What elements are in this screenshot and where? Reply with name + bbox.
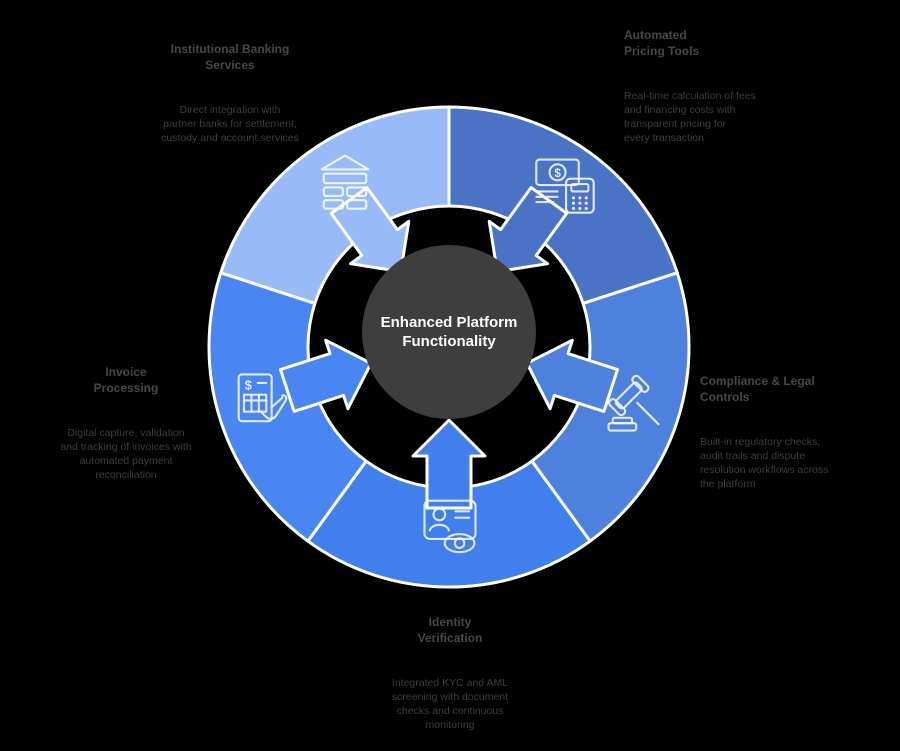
label-compliance-title: Compliance & Legal Controls [700, 374, 815, 404]
label-pricing: Automated Pricing Tools Real-time calcul… [624, 10, 792, 164]
segment-identity-wedge [306, 459, 592, 589]
center-circle: Enhanced Platform Functionality [362, 245, 536, 419]
ring-diagram [207, 105, 691, 589]
label-pricing-title: Automated Pricing Tools [624, 28, 700, 58]
segment-invoicing-arrow [279, 338, 373, 413]
segment-pricing-wedge [447, 105, 679, 305]
label-identity-desc: Integrated KYC and AML screening with do… [391, 677, 509, 731]
label-invoicing-title: Invoice Processing [93, 365, 159, 395]
invoice-hand-icon: $ [227, 367, 295, 435]
svg-text:$: $ [245, 377, 252, 392]
label-pricing-desc: Real-time calculation of fees and financ… [624, 90, 756, 144]
segment-compliance-arrow [525, 338, 619, 413]
label-identity-title: Identity Verification [417, 615, 483, 645]
label-banking-desc: Direct integration with partner banks fo… [161, 104, 299, 144]
label-invoicing-desc: Digital capture, validation and tracking… [60, 427, 192, 481]
infographic-canvas: Enhanced Platform Functionality $ [50, 10, 860, 731]
segment-identity-arrow [411, 418, 487, 510]
label-invoicing: Invoice Processing Digital capture, vali… [50, 347, 202, 501]
label-compliance-desc: Built-in regulatory checks, audit trails… [700, 436, 829, 490]
segment-pricing-arrow [487, 186, 569, 274]
id-verification-icon [416, 490, 484, 558]
center-title-line2: Functionality [402, 333, 496, 350]
svg-text:$: $ [554, 167, 561, 180]
cash-calculator-icon: $ [531, 150, 599, 218]
label-banking-title: Institutional Banking Services [170, 42, 290, 72]
bank-building-icon [311, 146, 379, 214]
segment-invoicing-wedge [207, 271, 368, 543]
label-identity: Identity Verification Integrated KYC and… [345, 597, 555, 751]
label-compliance: Compliance & Legal Controls Built-in reg… [700, 356, 860, 510]
center-title-line1: Enhanced Platform [380, 313, 518, 331]
gavel-icon [599, 370, 667, 438]
label-banking: Institutional Banking Services Direct in… [115, 24, 345, 164]
segment-banking-wedge [219, 105, 451, 305]
